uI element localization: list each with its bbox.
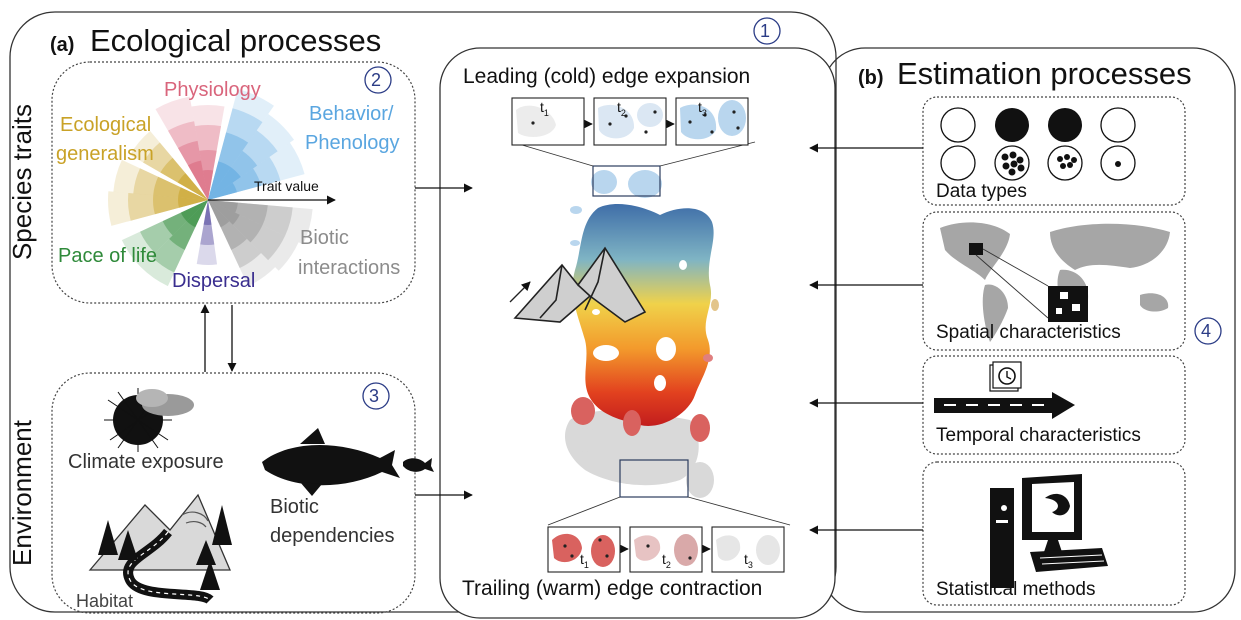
habitat-label: Habitat bbox=[76, 591, 134, 611]
rose-wedge-biotic bbox=[208, 200, 240, 225]
panel-a-title: Ecological processes bbox=[90, 23, 382, 58]
mountain-icon bbox=[509, 246, 647, 323]
statistical-label: Statistical methods bbox=[936, 579, 1096, 600]
leading-t3: t3 bbox=[698, 99, 707, 118]
rose-wedge-behavior bbox=[208, 182, 237, 200]
rose-wedge-dispersal bbox=[196, 200, 218, 265]
trailing-t3: t3 bbox=[744, 551, 753, 570]
tuna-fish-icon bbox=[262, 428, 434, 496]
biotic-interactions-label-1: Biotic bbox=[300, 227, 349, 249]
eco-generalism-label-1: Ecological bbox=[60, 114, 152, 136]
rose-wedge-physiology bbox=[188, 160, 208, 200]
trait-rose-chart bbox=[107, 88, 313, 287]
rose-wedge-dispersal bbox=[203, 200, 212, 225]
rose-wedge-biotic bbox=[208, 200, 238, 213]
leading-edge-label: Leading (cold) edge expansion bbox=[463, 65, 751, 88]
rose-wedge-ecogen bbox=[178, 187, 208, 200]
data-types-label: Data types bbox=[936, 181, 1027, 202]
number-1: 1 bbox=[760, 21, 771, 41]
data-types-box bbox=[922, 96, 1186, 206]
trailing-time-panels bbox=[547, 526, 785, 573]
biotic-dependencies-label-2: dependencies bbox=[270, 525, 395, 547]
forest-road-icon bbox=[88, 493, 232, 605]
number-4: 4 bbox=[1201, 321, 1212, 341]
trailing-t1: t1 bbox=[580, 551, 589, 570]
physiology-label: Physiology bbox=[164, 79, 261, 101]
statistical-box bbox=[922, 461, 1186, 606]
trailing-zoom-rect bbox=[619, 459, 689, 498]
grid-cell-icon bbox=[1048, 286, 1088, 322]
rose-wedge-physiology bbox=[194, 125, 222, 200]
panel-a-letter: (a) bbox=[50, 34, 75, 56]
rose-wedge-pace bbox=[186, 200, 208, 228]
rose-wedge-pace bbox=[180, 200, 208, 222]
species-range-body bbox=[572, 204, 714, 426]
environment-box bbox=[51, 372, 416, 614]
data-types-icons bbox=[940, 107, 1136, 181]
environment-label: Environment bbox=[7, 420, 37, 566]
temporal-label: Temporal characteristics bbox=[936, 425, 1141, 446]
species-traits-box bbox=[51, 61, 416, 304]
species-traits-label: Species traits bbox=[7, 103, 37, 261]
spatial-box bbox=[922, 211, 1186, 351]
biotic-interactions-label-2: interactions bbox=[298, 257, 401, 279]
trailing-edge-label: Trailing (warm) edge contraction bbox=[462, 577, 763, 600]
rose-wedge-dispersal bbox=[200, 200, 215, 245]
panel-b-letter: (b) bbox=[858, 67, 884, 89]
trait-value-label: Trait value bbox=[254, 178, 319, 194]
climate-exposure-label: Climate exposure bbox=[68, 451, 224, 473]
panel-b-title: Estimation processes bbox=[897, 56, 1192, 91]
leading-zoom-rect bbox=[592, 165, 661, 197]
rose-wedge-physiology bbox=[202, 170, 214, 200]
timeline-arrow-icon bbox=[934, 392, 1075, 419]
computer-icon bbox=[990, 474, 1108, 588]
rose-wedge-behavior bbox=[208, 161, 231, 200]
panel-a-frame bbox=[9, 11, 837, 613]
temporal-box bbox=[922, 355, 1186, 455]
number-circle-1 bbox=[753, 17, 781, 45]
behavior-label-1: Behavior/ bbox=[309, 103, 394, 125]
number-circle-2 bbox=[364, 66, 392, 94]
eco-generalism-label-2: generalism bbox=[56, 143, 154, 165]
storm-cloud-icon bbox=[104, 388, 194, 452]
biotic-dependencies-label-1: Biotic bbox=[270, 496, 319, 518]
pace-of-life-label: Pace of life bbox=[58, 245, 157, 267]
number-circle-4 bbox=[1194, 317, 1222, 345]
number-2: 2 bbox=[371, 70, 382, 90]
rose-wedge-ecogen bbox=[177, 173, 208, 200]
clock-calendar-icon bbox=[989, 361, 1022, 392]
trailing-t2: t2 bbox=[662, 551, 671, 570]
rose-wedge-physiology bbox=[191, 105, 225, 200]
rose-wedge-ecogen bbox=[177, 197, 208, 208]
leading-t2: t2 bbox=[617, 99, 626, 118]
map-sample-square bbox=[969, 243, 983, 255]
spatial-label: Spatial characteristics bbox=[936, 322, 1121, 343]
number-circle-3 bbox=[362, 382, 390, 410]
dispersal-label: Dispersal bbox=[172, 270, 256, 292]
leading-t1: t1 bbox=[540, 99, 549, 118]
rose-wedge-behavior bbox=[208, 167, 241, 200]
behavior-label-2: Phenology bbox=[305, 132, 400, 154]
rose-wedge-biotic bbox=[208, 200, 230, 228]
number-3: 3 bbox=[369, 386, 380, 406]
leading-time-panels bbox=[511, 97, 749, 146]
